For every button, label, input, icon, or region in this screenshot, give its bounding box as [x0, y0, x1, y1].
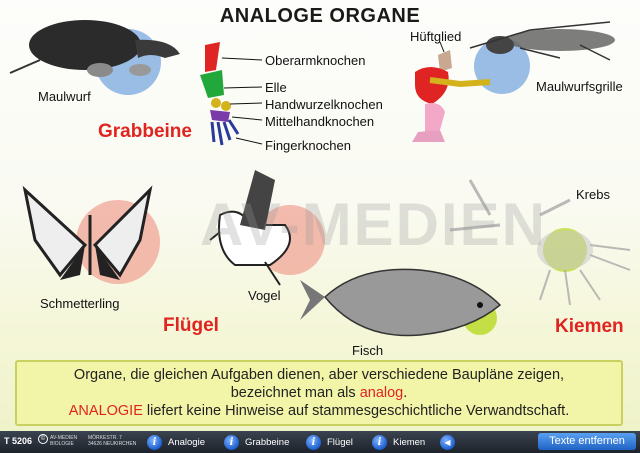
info-textbox: Organe, die gleichen Aufgaben dienen, ab…	[15, 360, 623, 426]
publisher-info: AV-MEDIEN BIOLOGIE	[50, 435, 77, 447]
info-icon: i	[372, 434, 387, 450]
info-icon: i	[147, 434, 162, 450]
address-info: MÖRKESTR. 7 34626 NEUKIRCHEN	[88, 435, 136, 447]
back-arrow-icon: ◀	[440, 434, 455, 450]
nav-label: Analogie	[168, 436, 205, 448]
label-mittelhandknochen: Mittelhandknochen	[265, 114, 375, 129]
watermark: AV-MEDIEN	[200, 191, 547, 258]
label-maulwurfsgrille: Maulwurfsgrille	[536, 79, 623, 94]
fish-drawing	[300, 268, 502, 337]
label-hueftglied: Hüftglied	[410, 29, 462, 44]
info-icon: i	[224, 434, 239, 450]
nav-button-analogie[interactable]: i Analogie	[147, 433, 205, 451]
remove-texts-button[interactable]: Texte entfernen	[538, 433, 636, 450]
label-krebs: Krebs	[576, 187, 610, 202]
info-line-2-end: .	[403, 385, 408, 401]
label-fisch: Fisch	[352, 343, 384, 358]
category-grabbeine: Grabbeine	[98, 121, 192, 142]
nav-button-fluegel[interactable]: i Flügel	[306, 433, 353, 451]
highlight-analog: analog	[359, 385, 404, 401]
nav-label: Flügel	[327, 436, 353, 448]
address-line-2: 34626 NEUKIRCHEN	[88, 441, 137, 447]
copyright-icon: ©	[38, 434, 48, 444]
mole-cricket-drawing	[469, 21, 615, 61]
category-fluegel: Flügel	[163, 315, 219, 336]
info-line-3: ANALOGIE liefert keine Hinweise auf stam…	[17, 402, 621, 420]
back-button[interactable]: ◀	[440, 433, 461, 451]
label-oberarmknochen: Oberarmknochen	[265, 53, 366, 68]
label-handwurzelknochen: Handwurzelknochen	[265, 97, 383, 112]
label-fingerknochen: Fingerknochen	[265, 138, 351, 153]
highlight-analogie: ANALOGIE	[68, 403, 143, 419]
nav-label: Grabbeine	[245, 436, 290, 448]
nav-label: Kiemen	[393, 436, 426, 448]
bottom-toolbar: T 5206 © AV-MEDIEN BIOLOGIE MÖRKESTR. 7 …	[0, 431, 640, 453]
label-schmetterling: Schmetterling	[40, 296, 120, 311]
info-line-2-text: bezeichnet man als	[230, 385, 360, 401]
address-line-1: MÖRKESTR. 7	[88, 435, 122, 441]
butterfly-drawing	[22, 185, 153, 280]
cricket-leg-drawing	[412, 50, 491, 142]
mole-drawing	[9, 20, 180, 77]
label-vogel: Vogel	[248, 288, 281, 303]
illustration-canvas	[9, 20, 631, 337]
label-elle: Elle	[265, 80, 287, 95]
crab-drawing	[449, 179, 631, 306]
arm-skeleton-drawing	[200, 42, 240, 146]
category-kiemen: Kiemen	[555, 316, 624, 337]
nav-button-grabbeine[interactable]: i Grabbeine	[224, 433, 289, 451]
info-line-2: bezeichnet man als analog.	[17, 384, 621, 402]
publisher-line-2: BIOLOGIE	[50, 441, 74, 447]
publisher-line-1: AV-MEDIEN	[50, 435, 78, 441]
label-maulwurf: Maulwurf	[38, 89, 91, 104]
nav-button-kiemen[interactable]: i Kiemen	[372, 433, 425, 451]
info-line-3-text: liefert keine Hinweise auf stammesgeschi…	[142, 403, 570, 419]
info-line-1: Organe, die gleichen Aufgaben dienen, ab…	[73, 367, 565, 383]
product-code: T 5206	[4, 436, 33, 446]
bird-drawing	[209, 170, 291, 286]
page-title: ANALOGE ORGANE	[219, 5, 421, 27]
info-icon: i	[306, 434, 321, 450]
